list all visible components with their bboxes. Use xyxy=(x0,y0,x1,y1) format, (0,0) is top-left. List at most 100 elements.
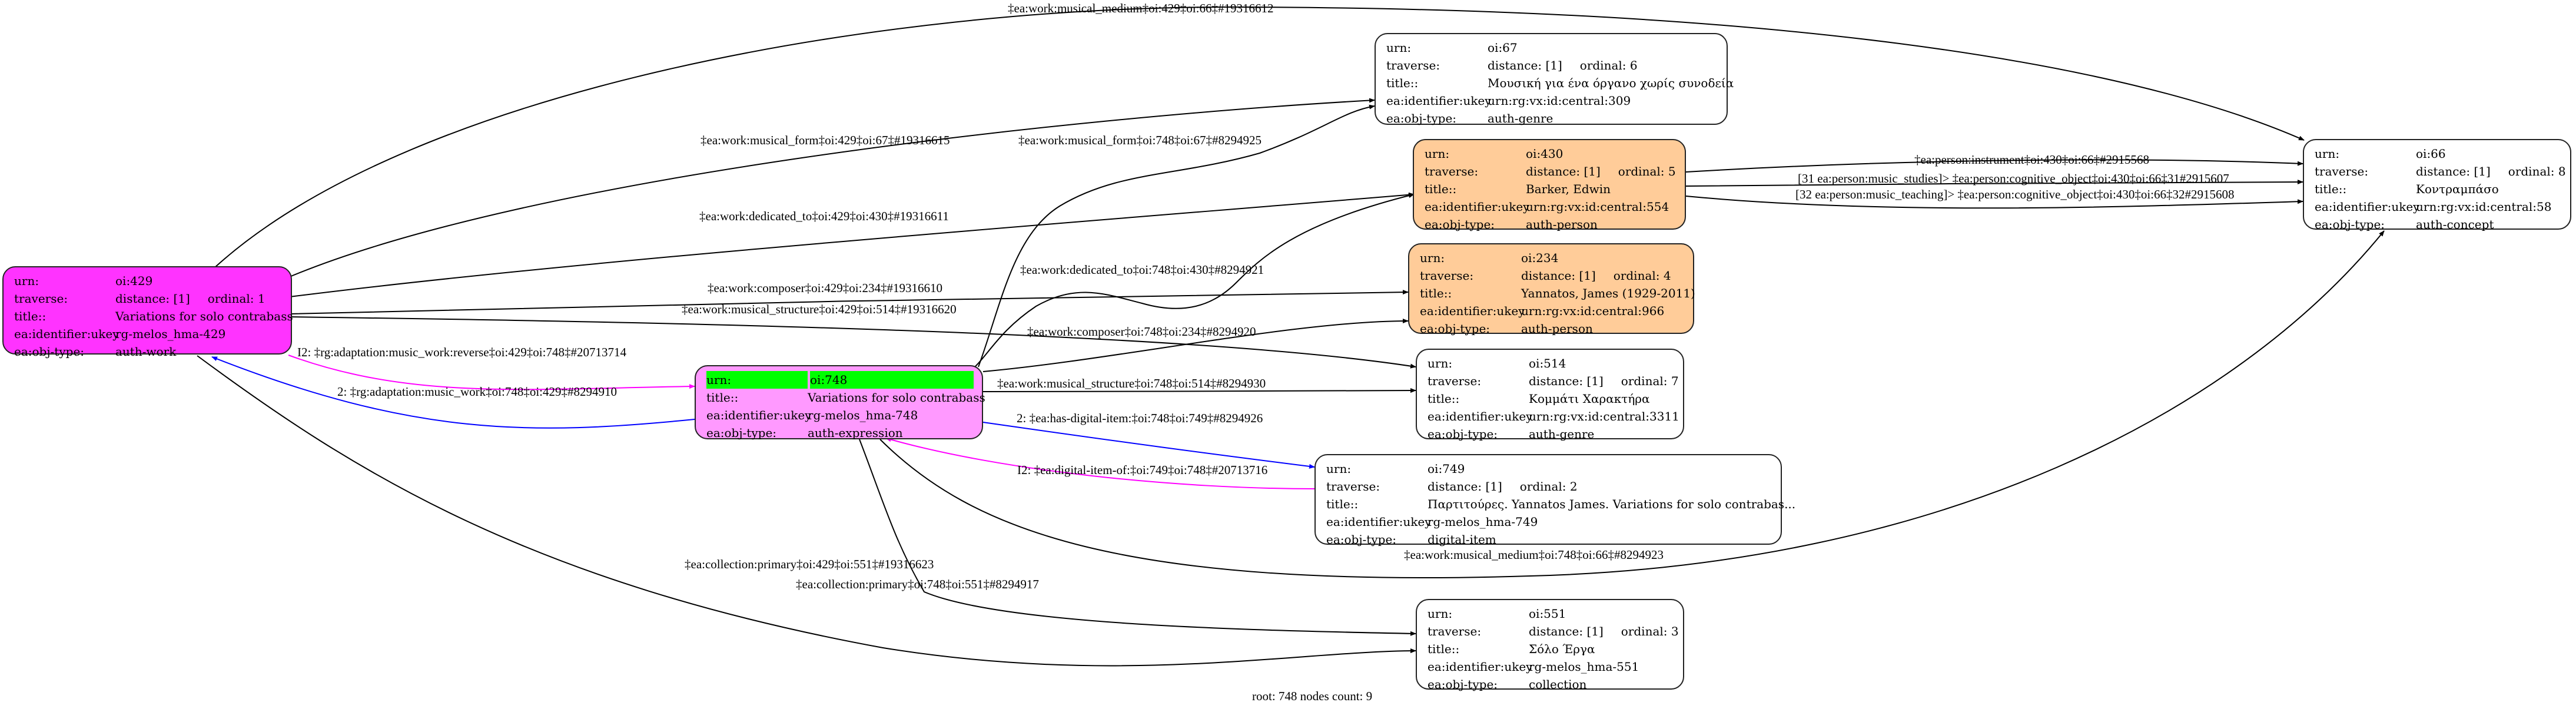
field-key: ea:identifier:ukey xyxy=(706,408,812,422)
field-value: rg-melos_hma-749 xyxy=(1428,515,1538,529)
node-field-type: ea:obj-type:auth-person xyxy=(1420,320,1685,337)
node-field-title: title::Σόλο Έργα xyxy=(1428,640,1675,658)
node-field-title: title::Κομμάτι Χαρακτήρα xyxy=(1428,390,1675,408)
edge-label: ‡ea:collection:primary‡oi:748‡oi:551‡#82… xyxy=(796,577,1039,591)
field-value: oi:748 xyxy=(810,371,974,389)
edge-label: ‡ea:work:musical_form‡oi:429‡oi:67‡#1931… xyxy=(701,133,950,147)
field-value: distance: [1]ordinal: 7 xyxy=(1529,374,1679,388)
edge-label: ‡ea:work:musical_medium‡oi:429‡oi:66‡#19… xyxy=(1008,1,1274,15)
field-key: ea:identifier:ukey xyxy=(1386,94,1492,108)
field-value: distance: [1]ordinal: 2 xyxy=(1428,479,1578,494)
graph-edge[interactable] xyxy=(879,230,2385,579)
node-field-type: ea:obj-type:collection xyxy=(1428,675,1675,693)
field-value: oi:430 xyxy=(1526,147,1563,161)
node-field-type: ea:obj-type:auth-concept xyxy=(2315,216,2562,233)
field-value: Παρτιτούρες. Yannatos James. Variations … xyxy=(1428,497,1796,511)
field-ordinal: ordinal: 8 xyxy=(2508,164,2566,178)
edge-label: ‡ea:work:musical_form‡oi:748‡oi:67‡#8294… xyxy=(1018,133,1262,147)
node-field-type: ea:obj-type: auth-person xyxy=(1425,216,1677,233)
field-key: traverse: xyxy=(1425,164,1479,178)
field-key: title:: xyxy=(1428,392,1460,406)
graph-edge[interactable] xyxy=(288,355,695,390)
graph-edge[interactable] xyxy=(211,356,695,429)
graph-edge[interactable] xyxy=(982,388,1416,393)
graph-edge[interactable] xyxy=(289,316,1416,369)
field-value: urn:rg:vx:id:central:966 xyxy=(1521,304,1665,318)
field-key: ea:obj-type: xyxy=(1386,111,1457,125)
graph-edge[interactable] xyxy=(859,439,1416,636)
field-value: auth-person xyxy=(1526,217,1598,231)
edge-label: ‡ea:person:instrument‡oi:430‡oi:66‡#2915… xyxy=(1914,153,2149,167)
field-value: oi:514 xyxy=(1529,356,1566,370)
field-value: oi:234 xyxy=(1521,251,1559,265)
field-key: traverse: xyxy=(1326,479,1380,494)
edge-label: 2: ‡ea:has-digital-item:‡oi:748‡oi:749‡#… xyxy=(1017,411,1263,425)
graph-edge[interactable] xyxy=(289,192,1415,297)
field-key: ea:obj-type: xyxy=(1425,217,1495,231)
graph-edge[interactable] xyxy=(197,355,1416,667)
field-key: urn: xyxy=(2315,147,2340,161)
field-value: auth-person xyxy=(1521,322,1593,336)
edge-label: ‡ea:work:composer‡oi:748‡oi:234‡#8294920 xyxy=(1027,324,1256,339)
field-key: ea:identifier:ukey xyxy=(1428,409,1533,423)
field-key: ea:obj-type: xyxy=(1428,677,1498,691)
field-value: Yannatos, James (1929-2011) xyxy=(1521,286,1695,300)
graph-edge[interactable] xyxy=(1685,196,2303,209)
field-key: title:: xyxy=(1326,497,1359,511)
edge-label: [32 ea:person:music_teaching]> ‡ea:perso… xyxy=(1795,187,2235,201)
field-key: title:: xyxy=(1386,76,1419,90)
node-field-urn: urn: oi:66 xyxy=(2315,145,2562,163)
edge-label: ‡ea:work:musical_medium‡oi:748‡oi:66‡#82… xyxy=(1404,548,1664,562)
field-value: digital-item xyxy=(1428,532,1496,547)
field-value: Variations for solo contrabass xyxy=(808,390,985,405)
node-field-urn: urn:oi:551 xyxy=(1428,605,1675,622)
field-value: oi:66 xyxy=(2416,147,2446,161)
field-key: ea:obj-type: xyxy=(1428,427,1498,441)
field-value: auth-concept xyxy=(2416,217,2494,231)
node-field-traverse: traverse:distance: [1]ordinal: 3 xyxy=(1428,622,1679,640)
field-key: ea:obj-type: xyxy=(1326,532,1397,547)
graph-edge[interactable] xyxy=(982,319,1409,372)
field-key: ea:identifier:ukey xyxy=(1425,200,1530,214)
field-key: ea:identifier:ukey xyxy=(14,327,119,341)
field-value: auth-work xyxy=(115,345,177,359)
graph-edge[interactable] xyxy=(1685,159,2303,173)
field-key: ea:obj-type: xyxy=(706,426,777,440)
node-field-urn: urn:oi:430 xyxy=(1425,145,1677,163)
field-ordinal: ordinal: 7 xyxy=(1621,374,1679,388)
field-key: ea:identifier:ukey xyxy=(1428,660,1533,674)
field-ordinal: ordinal: 5 xyxy=(1618,164,1676,178)
node-field-urn: urn:oi:67 xyxy=(1386,39,1718,57)
field-key: traverse: xyxy=(1428,624,1482,638)
node-field-type: ea:obj-type: auth-genre xyxy=(1386,110,1718,127)
field-key: urn: xyxy=(1428,356,1453,370)
field-value: auth-genre xyxy=(1488,111,1553,125)
field-value: auth-expression xyxy=(808,426,903,440)
graph-edge[interactable] xyxy=(982,422,1315,469)
graph-edge[interactable] xyxy=(214,6,2305,268)
field-value: distance: [1]ordinal: 1 xyxy=(115,292,265,306)
field-value: Σόλο Έργα xyxy=(1529,642,1595,656)
field-key: ea:identifier:ukey xyxy=(1420,304,1525,318)
graph-edge[interactable] xyxy=(974,193,1415,367)
graph-edge[interactable] xyxy=(885,437,1315,489)
edge-label: 2: ‡rg:adaptation:music_work‡oi:748‡oi:4… xyxy=(337,385,617,399)
graph-edge[interactable] xyxy=(1685,180,2303,187)
field-value: oi:67 xyxy=(1488,41,1518,55)
field-value: oi:749 xyxy=(1428,462,1465,476)
graph-edge[interactable] xyxy=(978,104,1375,367)
node-field-type: ea:obj-type: auth-expression xyxy=(706,424,974,442)
graph-edge[interactable] xyxy=(289,98,1375,277)
node-field-title: title::Παρτιτούρες. Yannatos James. Vari… xyxy=(1326,495,1795,513)
field-key: ea:identifier:ukey xyxy=(2315,200,2420,214)
